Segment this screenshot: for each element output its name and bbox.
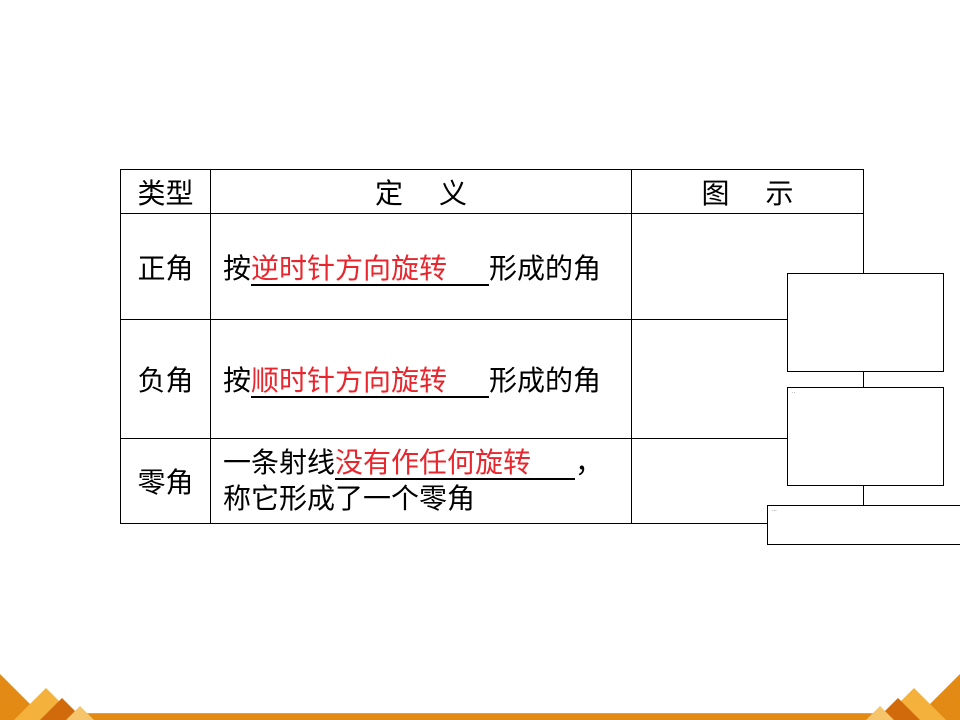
cell-type-positive: 正角	[120, 213, 211, 320]
cell-definition-positive: 按逆时针方向旋转形成的角	[210, 213, 632, 320]
answer-blank-negative: 顺时针方向旋转	[251, 366, 490, 398]
definition-prefix: 一条射线	[223, 446, 336, 479]
footer-triangles-left	[0, 674, 94, 720]
figure-image-zero: · ··	[766, 505, 960, 545]
cell-figure-positive	[631, 213, 944, 372]
answer-blank-positive: 逆时针方向旋转	[251, 253, 490, 286]
header-definition: 定义	[210, 169, 632, 214]
definition-suffix: ，	[575, 446, 604, 479]
footer-triangles-right	[866, 674, 960, 720]
definition-suffix: 形成的角	[489, 251, 602, 285]
header-figure: 图示	[631, 169, 864, 214]
footer-bar	[0, 714, 960, 720]
angle-types-table: 类型 定义 图示 正角 按逆时针方向旋转形成的角 负角 按顺时针方向旋转形成的角…	[120, 169, 960, 545]
table-header-row: 类型 定义 图示	[120, 169, 864, 214]
cell-definition-zero: 一条射线没有作任何旋转， 称它形成了一个零角	[210, 438, 632, 524]
cell-figure-negative: · ·	[631, 319, 944, 486]
header-type: 类型	[120, 169, 211, 214]
table-row-zero-angle: 零角 一条射线没有作任何旋转， 称它形成了一个零角 · ··	[120, 438, 960, 545]
definition-suffix: 形成的角	[489, 364, 602, 397]
definition-line-2: 称它形成了一个零角	[223, 482, 476, 515]
definition-prefix: 按	[223, 364, 252, 397]
cell-figure-zero: · ··	[631, 438, 960, 545]
cell-type-zero: 零角	[120, 438, 211, 524]
cell-type-negative: 负角	[120, 319, 211, 439]
footer-divider	[60, 713, 900, 714]
table-row-negative-angle: 负角 按顺时针方向旋转形成的角 · ·	[120, 319, 944, 486]
table-row-positive-angle: 正角 按逆时针方向旋转形成的角	[120, 213, 944, 372]
definition-prefix: 按	[223, 251, 252, 285]
answer-blank-zero: 没有作任何旋转	[335, 448, 576, 480]
cell-definition-negative: 按顺时针方向旋转形成的角	[210, 319, 632, 439]
